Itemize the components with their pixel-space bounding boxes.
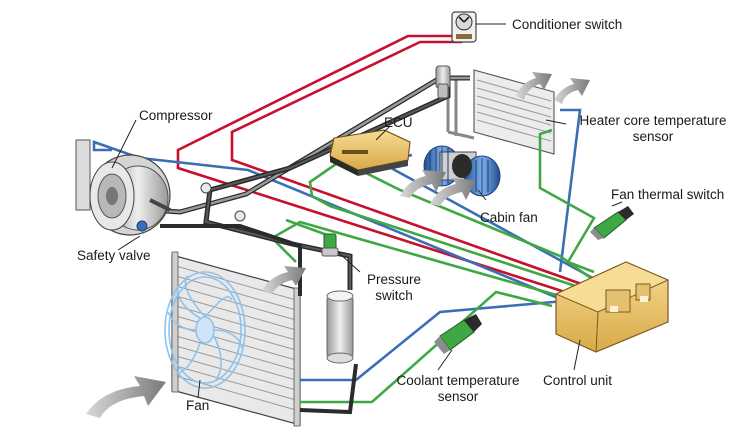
heater-core-sensor-label-line1: Heater core temperature [579, 113, 727, 128]
compressor-label: Compressor [139, 108, 213, 123]
pressure-switch-label-line1: Pressure [366, 272, 422, 287]
coolant-sensor-label-line1: Coolant temperature [396, 373, 520, 388]
heater-core-sensor-label-line2: sensor [632, 129, 674, 144]
pipe-fittings [200, 65, 451, 222]
airflow-arrows [86, 72, 590, 418]
conditioner-switch-label: Conditioner switch [512, 17, 623, 32]
compressor [75, 139, 171, 236]
fan-label: Fan [186, 398, 210, 413]
coolant-sensor-label-line2: sensor [437, 389, 479, 404]
fan-thermal-switch-label: Fan thermal switch [611, 187, 725, 202]
coolant-temperature-sensor [434, 314, 482, 354]
control-unit-label: Control unit [543, 373, 613, 388]
fan-blades [164, 271, 246, 389]
safety-valve-label: Safety valve [77, 248, 151, 263]
conditioner-switch [451, 11, 477, 43]
heater-core-sensor-label: Heater core temperature sensor [565, 113, 741, 145]
ecu-label: ECU [384, 115, 413, 130]
control-unit [554, 261, 670, 353]
coolant-sensor-label: Coolant temperature sensor [383, 373, 533, 405]
green-wires [269, 128, 603, 404]
ecu [329, 129, 411, 176]
fan-thermal-switch [590, 206, 634, 240]
leader-lines [111, 23, 623, 399]
cabin-fan-label: Cabin fan [480, 210, 538, 225]
pressure-switch-label-line2: switch [375, 288, 413, 303]
pressure-switch-label: Pressure switch [356, 272, 432, 304]
receiver-drier [326, 290, 354, 364]
pressure-switch [321, 233, 339, 257]
